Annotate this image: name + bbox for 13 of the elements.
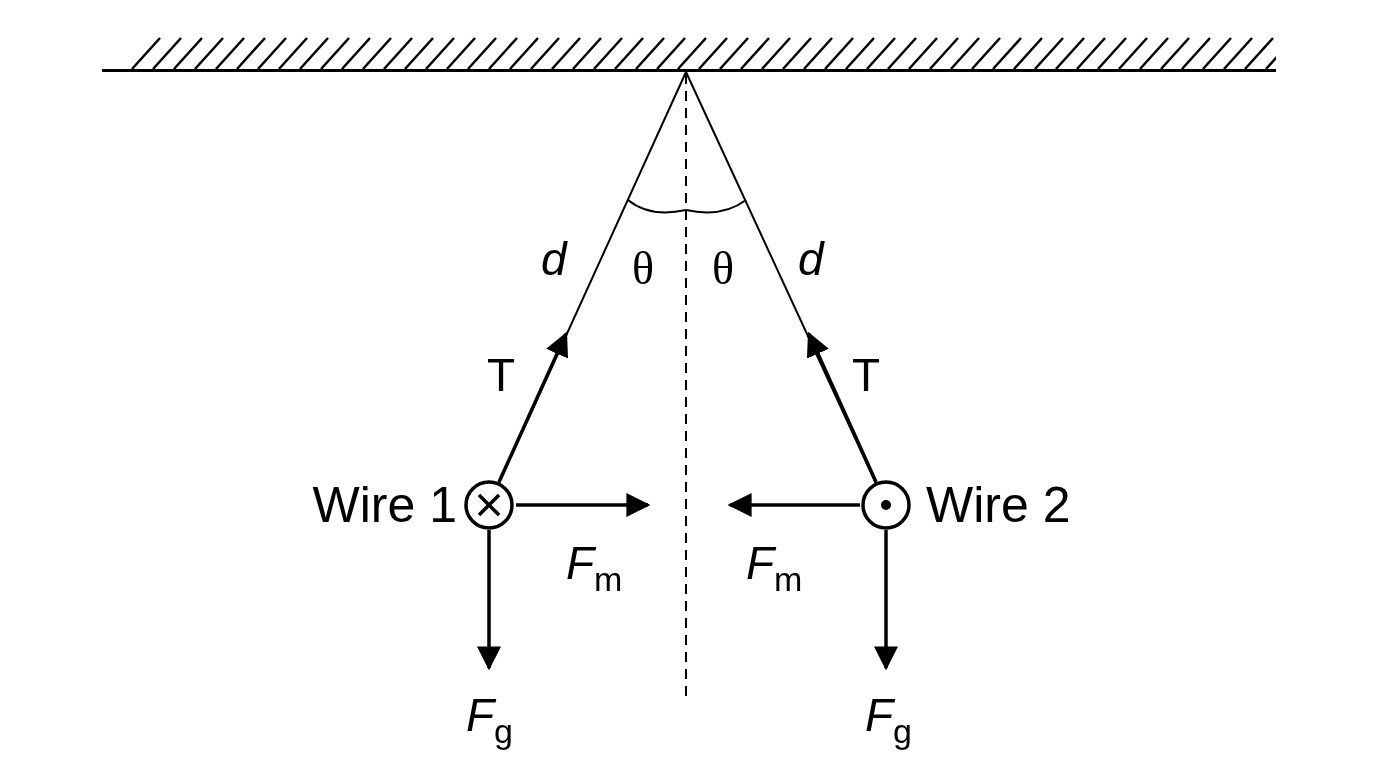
wire-label: Wire 1 — [312, 480, 457, 530]
tension-label: T — [487, 352, 516, 398]
length-label: d — [798, 236, 824, 282]
wire-label: Wire 2 — [926, 480, 1071, 530]
string-line — [685, 71, 877, 485]
force-label: F$_{g}$ — [466, 692, 514, 748]
angle-label: θ — [632, 246, 655, 292]
force-label: F$_{m}$ — [566, 540, 623, 596]
force-label: F$_{g}$ — [865, 692, 913, 748]
force-label: F$_{m}$ — [746, 540, 803, 596]
tension-label: T — [852, 352, 881, 398]
length-label: d — [541, 236, 567, 282]
angle-label: θ — [712, 246, 735, 292]
